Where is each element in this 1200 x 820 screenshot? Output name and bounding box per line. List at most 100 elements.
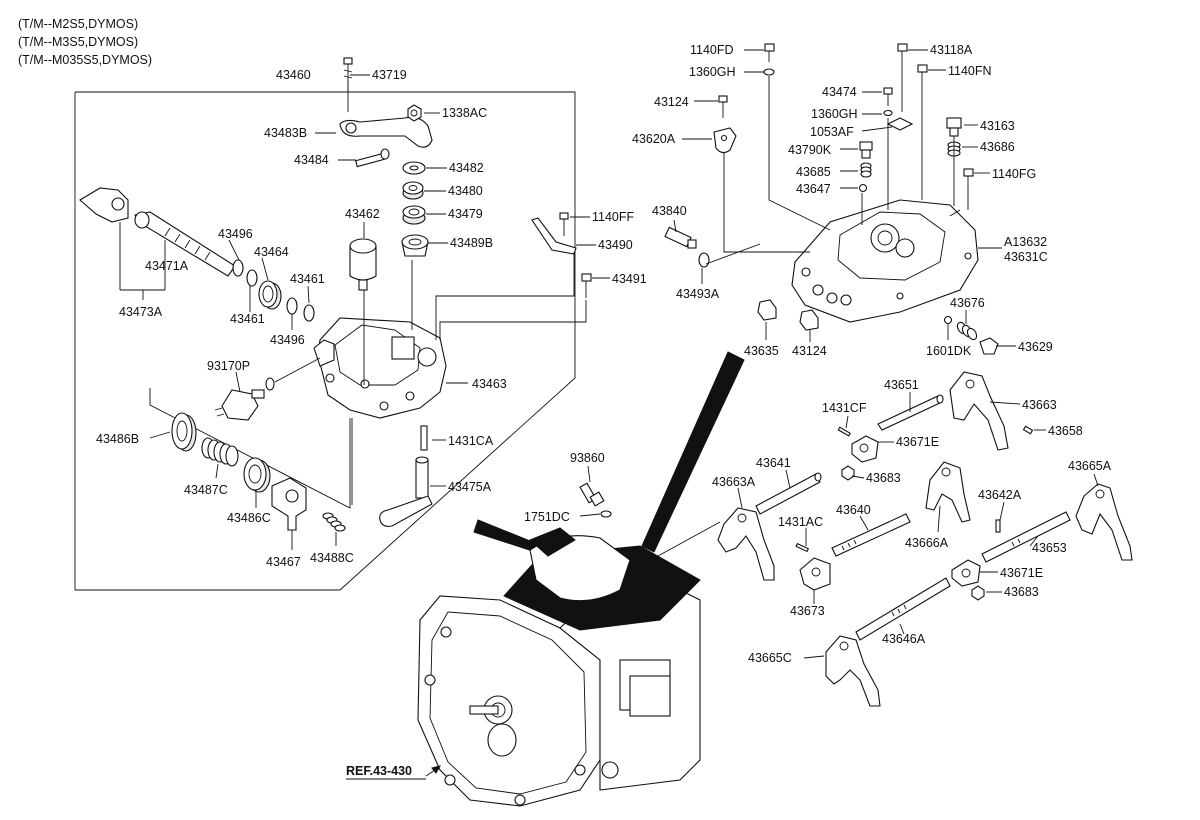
label-43663: 43663	[1022, 398, 1057, 412]
fork-43663A-icon	[717, 507, 775, 581]
label-43467: 43467	[266, 555, 301, 569]
bolt-1140FD-icon	[763, 43, 775, 76]
labels-lower-right: 43651 43663 1431CF 43658 43671E 43641 43…	[712, 378, 1112, 665]
label-93860: 93860	[570, 451, 605, 465]
label-1601DK: 1601DK	[926, 344, 972, 358]
label-43647: 43647	[796, 182, 831, 196]
shaft-43471A-icon	[133, 211, 236, 277]
label-43124-bottom: 43124	[792, 344, 827, 358]
label-43488C: 43488C	[310, 551, 354, 565]
label-43496-top: 43496	[218, 227, 253, 241]
label-43471A: 43471A	[145, 259, 189, 273]
labels-upper-right: 1140FD 1360GH 43118A 1140FN 43124 43474 …	[632, 43, 1053, 358]
label-43461-right: 43461	[290, 272, 325, 286]
label-43163: 43163	[980, 119, 1015, 133]
label-43840: 43840	[652, 204, 687, 218]
label-43493A: 43493A	[676, 287, 720, 301]
label-43464: 43464	[254, 245, 289, 259]
fork-43665A-icon	[1075, 483, 1133, 561]
leader-43491-housing	[439, 300, 587, 340]
label-43719: 43719	[372, 68, 407, 82]
label-43475A: 43475A	[448, 480, 492, 494]
bolt-43124-top-icon	[718, 95, 728, 118]
leader-43490-housing	[435, 252, 575, 340]
ball-1601DK-icon	[943, 315, 953, 325]
leader-lines-upper-right	[682, 49, 1016, 347]
label-43635: 43635	[744, 344, 779, 358]
label-43686: 43686	[980, 140, 1015, 154]
rail-43651-icon	[877, 394, 944, 431]
label-43658: 43658	[1048, 424, 1083, 438]
bolt-43683-top-icon	[841, 465, 855, 481]
label-43484: 43484	[294, 153, 329, 167]
model-line-3: (T/M--M035S5,DYMOS)	[18, 53, 152, 67]
ball-43647-icon	[858, 183, 868, 193]
knob-43462-icon	[349, 238, 377, 291]
seal-43486C-icon	[243, 457, 271, 493]
labels-left-assembly: 43460 43719 1338AC 43483B 43484 43482 43…	[96, 68, 507, 569]
bolt-43683-bottom-icon	[971, 585, 985, 601]
plug-43790K-icon	[859, 141, 873, 159]
transmission-case-icon	[417, 527, 701, 807]
label-43462: 43462	[345, 207, 380, 221]
bolt-1140FG-icon	[963, 168, 974, 210]
label-43629: 43629	[1018, 340, 1053, 354]
fork-43666A-icon	[925, 461, 971, 523]
o-ring-43496b-icon	[286, 297, 298, 315]
bolt-43118A-icon	[897, 43, 908, 112]
label-43671E-bottom: 43671E	[1000, 566, 1043, 580]
label-1360GH-mid: 1360GH	[811, 107, 858, 121]
label-43483B: 43483B	[264, 126, 307, 140]
label-1140FG: 1140FG	[992, 167, 1036, 181]
model-line-1: (T/M--M2S5,DYMOS)	[18, 17, 138, 31]
label-43683-top: 43683	[866, 471, 901, 485]
label-43640: 43640	[836, 503, 871, 517]
label-1360GH-top: 1360GH	[689, 65, 736, 79]
leader-93860	[587, 465, 591, 483]
plug-43635-icon	[757, 299, 777, 321]
label-43486C: 43486C	[227, 511, 271, 525]
sensor-93860-icon	[579, 482, 605, 507]
label-43665C: 43665C	[748, 651, 792, 665]
label-1053AF: 1053AF	[810, 125, 854, 139]
pin-1431AC-icon	[795, 542, 810, 553]
sub-assembly-bracket	[149, 388, 351, 509]
label-1140FN: 1140FN	[948, 64, 992, 78]
label-1431CF: 1431CF	[822, 401, 867, 415]
guide-43467-icon	[271, 477, 307, 531]
pin-43484-icon	[355, 148, 390, 168]
plate-1053AF-icon	[886, 117, 914, 131]
bracket-43473A-icon	[79, 187, 129, 223]
label-43489B: 43489B	[450, 236, 493, 250]
label-43482: 43482	[449, 161, 484, 175]
label-43463: 43463	[472, 377, 507, 391]
seal-43464-icon	[258, 280, 282, 310]
model-line-2: (T/M--M3S5,DYMOS)	[18, 35, 138, 49]
bolt-43474-icon	[883, 87, 893, 117]
label-43685: 43685	[796, 165, 831, 179]
label-1431AC: 1431AC	[778, 515, 823, 529]
label-43663A: 43663A	[712, 475, 756, 489]
leader-case-fork	[657, 521, 721, 557]
switch-93170P-icon	[214, 389, 265, 421]
label-1338AC: 1338AC	[442, 106, 487, 120]
o-ring-43461b-icon	[303, 304, 315, 322]
leader-lines-left	[119, 74, 468, 550]
lug-43671E-top-icon	[851, 435, 879, 463]
lug-43671E-bottom-icon	[951, 559, 981, 587]
pin-43658-icon	[1022, 425, 1034, 435]
pin-43642A-icon	[995, 519, 1001, 533]
spring-43685-icon	[860, 162, 872, 178]
label-43641: 43641	[756, 456, 791, 470]
label-43474: 43474	[822, 85, 857, 99]
pointer-stripe-icon	[641, 351, 745, 553]
bolt-1140FN-icon	[917, 64, 928, 200]
plug-43124-bottom-icon	[799, 309, 819, 331]
fork-43665C-icon	[825, 635, 881, 707]
o-ring-43496-icon	[232, 259, 244, 277]
washer-1751DC-icon	[600, 510, 612, 518]
label-43479: 43479	[448, 207, 483, 221]
reference-label: REF.43-430	[346, 764, 412, 778]
label-43673: 43673	[790, 604, 825, 618]
